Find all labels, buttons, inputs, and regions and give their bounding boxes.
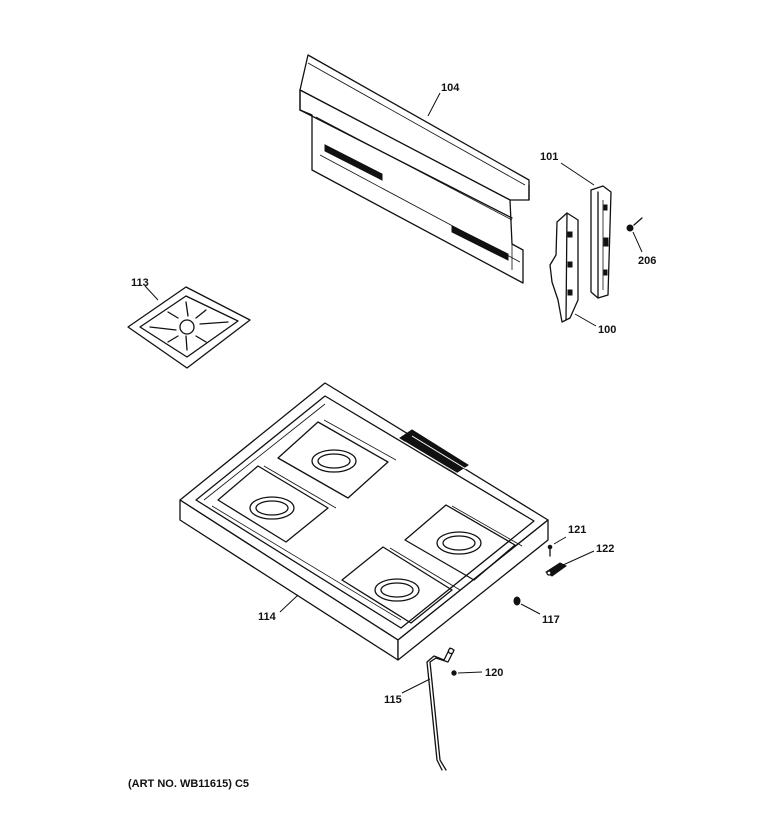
callout-114-group: 114 (258, 594, 299, 623)
burner-pan-front-right (341, 546, 461, 624)
burner-grate-113[interactable] (127, 286, 251, 369)
burner-pan-back-right (404, 504, 523, 581)
backsplash-vent-right (451, 225, 509, 261)
callout-120: 120 (485, 667, 503, 679)
burner-pan-back-left (277, 419, 397, 499)
callout-206-group: 206 (632, 231, 656, 267)
burner-pan-front-left (217, 465, 337, 543)
screw-206[interactable] (626, 217, 643, 232)
backsplash-vent-left (324, 144, 383, 181)
bumper-117[interactable] (513, 596, 521, 606)
end-cap-bracket-100[interactable] (549, 212, 579, 323)
callout-122: 122 (596, 543, 614, 555)
callout-104: 104 (441, 82, 460, 94)
callout-121-group: 121 (553, 524, 586, 545)
callout-115-group: 115 (384, 678, 431, 706)
callout-113: 113 (131, 277, 149, 289)
callout-100: 100 (598, 324, 616, 336)
callout-206: 206 (638, 255, 656, 267)
callout-104-group: 104 (427, 82, 460, 117)
cooktop-main-top-114[interactable] (179, 382, 549, 661)
callout-100-group: 100 (574, 313, 616, 336)
clip-122[interactable] (545, 562, 567, 577)
callout-101: 101 (540, 151, 558, 163)
callout-120-group: 120 (457, 667, 503, 679)
callout-115: 115 (384, 694, 402, 706)
callout-122-group: 122 (562, 543, 614, 566)
side-trim-101[interactable] (590, 185, 612, 299)
backsplash-panel[interactable] (299, 54, 530, 284)
callout-117: 117 (542, 614, 560, 626)
center-vent (399, 429, 469, 476)
screw-120[interactable] (451, 670, 457, 676)
callout-121: 121 (568, 524, 586, 536)
callout-113-group: 113 (131, 277, 159, 301)
art-number-label: (ART NO. WB11615) C5 (128, 778, 250, 790)
screw-121[interactable] (547, 544, 553, 557)
support-rod-115[interactable] (426, 647, 455, 771)
callout-117-group: 117 (520, 603, 560, 626)
callout-114: 114 (258, 611, 277, 623)
callout-101-group: 101 (540, 151, 595, 186)
